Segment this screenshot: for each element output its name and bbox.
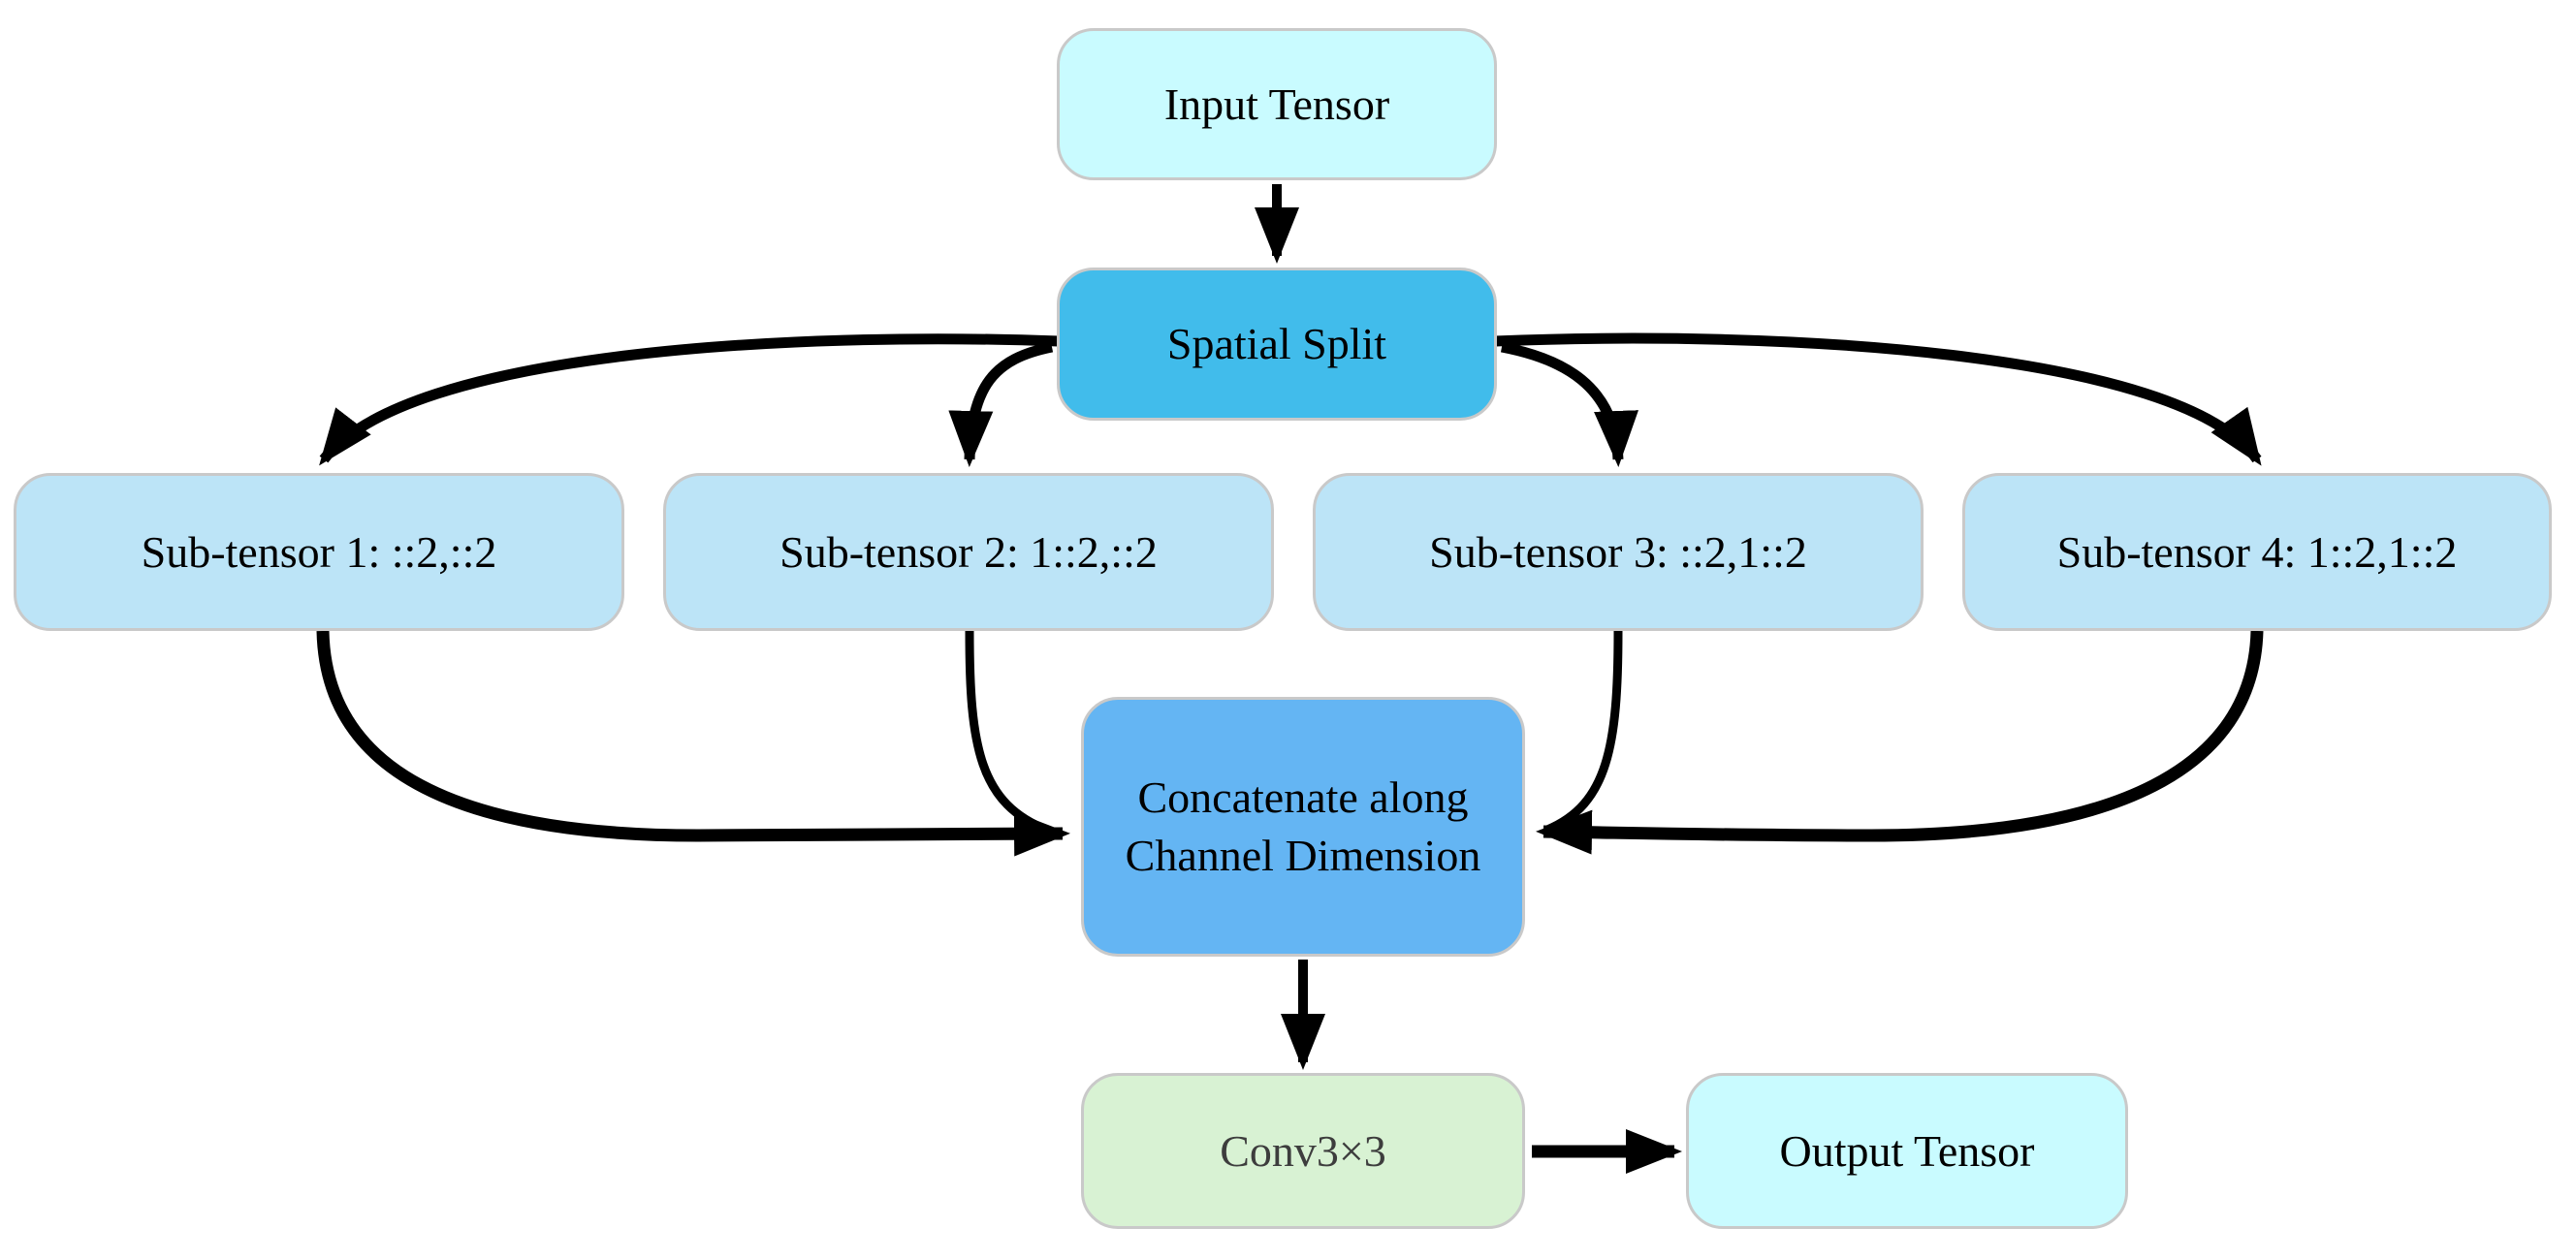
edge-split-to-subtensor1-arrow (319, 333, 1060, 466)
edge-subtensor4-to-concat-arrow (1536, 630, 2264, 855)
node-output-tensor-label: Output Tensor (1779, 1125, 2035, 1176)
edge-subtensor3-to-concat-line (1545, 630, 1623, 835)
node-subtensor-4: Sub-tensor 4: 1::2,1::2 (1962, 473, 2552, 631)
edge-subtensor1-to-concat-arrow (316, 630, 1070, 857)
node-subtensor-1: Sub-tensor 1: ::2,::2 (14, 473, 624, 631)
node-concatenate-label: Concatenate along Channel Dimension (1125, 772, 1481, 880)
node-input-tensor: Input Tensor (1057, 28, 1497, 180)
node-subtensor-3: Sub-tensor 3: ::2,1::2 (1313, 473, 1924, 631)
edge-split-to-subtensor3-arrow (1500, 341, 1638, 467)
node-subtensor-3-label: Sub-tensor 3: ::2,1::2 (1429, 526, 1807, 577)
node-subtensor-4-label: Sub-tensor 4: 1::2,1::2 (2056, 526, 2458, 577)
node-subtensor-1-label: Sub-tensor 1: ::2,::2 (141, 526, 497, 577)
node-subtensor-2: Sub-tensor 2: 1::2,::2 (663, 473, 1274, 631)
node-concatenate: Concatenate along Channel Dimension (1081, 697, 1525, 957)
edge-split-to-subtensor4-arrow (1494, 332, 2262, 466)
node-subtensor-2-label: Sub-tensor 2: 1::2,::2 (779, 526, 1158, 577)
node-output-tensor: Output Tensor (1686, 1073, 2128, 1229)
node-spatial-split: Spatial Split (1057, 268, 1497, 421)
node-input-tensor-label: Input Tensor (1163, 79, 1390, 129)
node-conv3x3: Conv3×3 (1081, 1073, 1525, 1229)
node-conv3x3-label: Conv3×3 (1220, 1125, 1386, 1176)
edge-split-to-subtensor2-arrow (948, 341, 1054, 467)
node-spatial-split-label: Spatial Split (1166, 319, 1387, 369)
edge-subtensor2-to-concat-line (965, 630, 1051, 835)
